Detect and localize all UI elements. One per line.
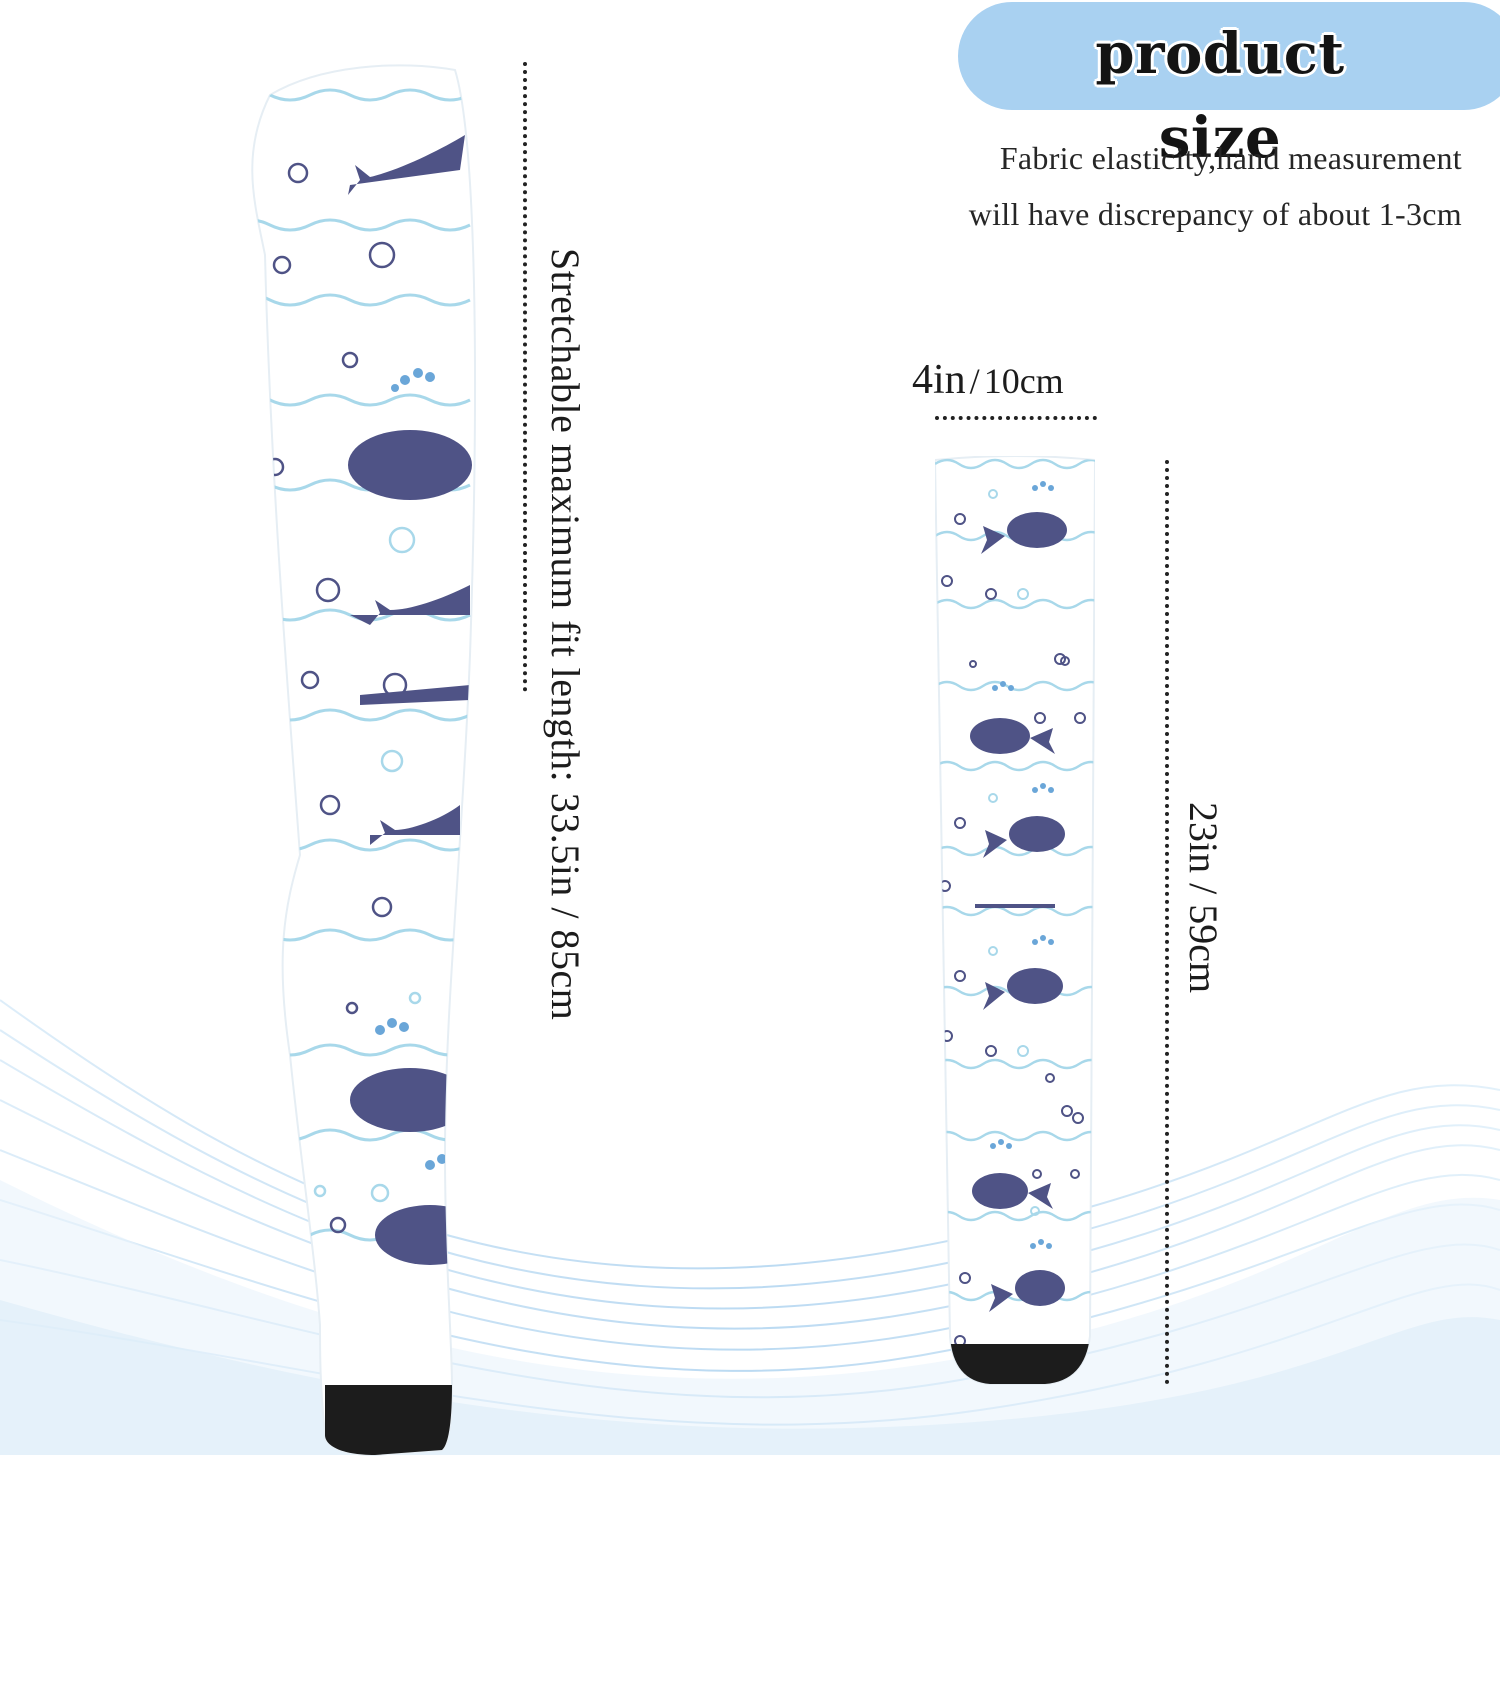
flat-sock-image — [935, 456, 1095, 1385]
measurement-note-line1: Fabric elasticity,hand measurement — [999, 140, 1462, 176]
measurement-note-line2: will have discrepancy of about 1-3cm — [968, 196, 1462, 232]
long-sock-image — [251, 64, 476, 1457]
width-separator: / — [969, 361, 980, 401]
product-size-title: product size — [1095, 21, 1345, 171]
width-label: 4in / 10cm — [912, 356, 1064, 404]
width-inches: 4in — [912, 357, 966, 403]
width-dotted-line — [935, 416, 1097, 420]
flat-length-dotted-line — [1165, 460, 1169, 1385]
product-size-banner — [958, 2, 1500, 110]
long-length-dotted-line — [523, 62, 527, 692]
long-length-label: Stretchable maximum fit length: 33.5in /… — [543, 248, 588, 1021]
width-centimeters: 10cm — [983, 361, 1064, 401]
flat-length-label: 23in / 59cm — [1181, 802, 1226, 994]
